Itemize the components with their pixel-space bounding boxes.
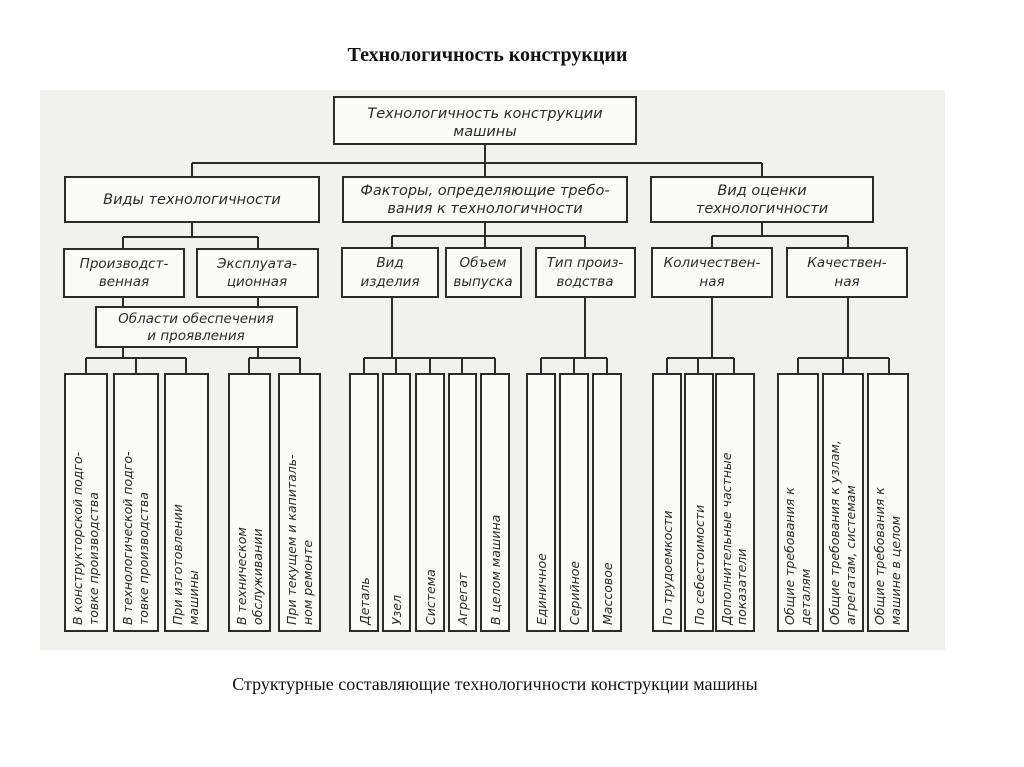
leaf-labor: По трудоемкости: [652, 373, 682, 632]
quantitative-box: Количествен- ная: [651, 247, 773, 298]
leaf-serial: Серийное: [559, 373, 589, 632]
svg-text:По себестоимости: По себестоимости: [692, 505, 707, 625]
svg-text:ционная: ционная: [227, 274, 287, 290]
svg-text:ная: ная: [834, 274, 859, 290]
leaf-tech-prep: В технологической подго- товке производс…: [113, 373, 159, 632]
factors-line-2: вания к технологичности: [387, 201, 582, 217]
product-type-box: Вид изделия: [341, 247, 439, 298]
leaf-mass: Массовое: [592, 373, 622, 632]
svg-text:машине в целом: машине в целом: [888, 516, 903, 625]
svg-text:Производст-: Производст-: [80, 256, 169, 272]
root-line-1: Технологичность конструкции: [367, 106, 602, 122]
svg-text:Общие требования к узлам,: Общие требования к узлам,: [827, 440, 842, 625]
svg-text:Качествен-: Качествен-: [807, 255, 887, 271]
leaf-manufacture: При изготовлении машины: [164, 373, 209, 632]
leaf-maintenance: В техническом обслуживании: [228, 373, 271, 632]
leaf-single: Единичное: [526, 373, 556, 632]
svg-text:В конструкторской подго-: В конструкторской подго-: [70, 451, 85, 625]
leaf-part: Деталь: [349, 373, 379, 632]
leaf-unit: Узел: [382, 373, 411, 632]
svg-text:изделия: изделия: [360, 274, 419, 290]
svg-text:Вид: Вид: [376, 255, 403, 271]
svg-text:Система: Система: [423, 569, 438, 625]
svg-text:товке производства: товке производства: [136, 492, 151, 625]
svg-text:В целом машина: В целом машина: [488, 515, 503, 625]
leaf-req-machine: Общие требования к машине в целом: [867, 373, 909, 632]
svg-text:Массовое: Массовое: [600, 562, 615, 625]
slide-title: Технологичность конструкции: [347, 44, 628, 66]
svg-text:обслуживании: обслуживании: [250, 529, 265, 625]
leaf-design-prep: В конструкторской подго- товке производс…: [64, 373, 108, 632]
leaf-system: Система: [415, 373, 445, 632]
leaf-aggregate: Агрегат: [448, 373, 477, 632]
slide-caption: Структурные составляющие технологичности…: [232, 674, 758, 694]
svg-text:Общие требования к: Общие требования к: [782, 487, 797, 625]
leaf-req-parts: Общие требования к деталям: [777, 373, 819, 632]
assessment-line-2: технологичности: [696, 201, 828, 217]
svg-text:Общие требования к: Общие требования к: [872, 487, 887, 625]
root-line-2: машины: [453, 124, 516, 140]
svg-text:Агрегат: Агрегат: [455, 572, 470, 626]
types-label: Виды технологичности: [103, 192, 281, 208]
svg-text:Объем: Объем: [460, 255, 507, 271]
svg-text:выпуска: выпуска: [453, 274, 512, 290]
qualitative-box: Качествен- ная: [786, 247, 908, 298]
svg-text:Эксплуата-: Эксплуата-: [216, 256, 297, 272]
svg-text:машины: машины: [186, 570, 201, 625]
leaf-req-units: Общие требования к узлам, агрегатам, сис…: [822, 373, 864, 632]
areas-box: Области обеспечения и проявления: [95, 306, 298, 348]
assessment-line-1: Вид оценки: [717, 183, 806, 199]
svg-text:ном ремонте: ном ремонте: [300, 540, 315, 625]
svg-text:Области обеспечения: Области обеспечения: [118, 311, 274, 327]
svg-text:Количествен-: Количествен-: [664, 255, 761, 271]
leaf-whole-machine: В целом машина: [480, 373, 510, 632]
root-box: Технологичность конструкции машины: [333, 96, 637, 145]
svg-text:деталям: деталям: [798, 569, 813, 626]
svg-text:Узел: Узел: [389, 595, 404, 625]
svg-text:В технологической подго-: В технологической подго-: [120, 451, 135, 625]
svg-text:ная: ная: [699, 274, 724, 290]
svg-text:агрегатам, системам: агрегатам, системам: [843, 485, 858, 625]
assessment-box: Вид оценки технологичности: [650, 176, 874, 223]
svg-text:венная: венная: [99, 274, 149, 290]
svg-text:При текущем и капиталь-: При текущем и капиталь-: [284, 454, 299, 625]
svg-text:Серийное: Серийное: [567, 561, 582, 625]
svg-text:Деталь: Деталь: [357, 577, 372, 626]
svg-text:водства: водства: [556, 274, 613, 290]
svg-text:Единичное: Единичное: [534, 553, 549, 625]
svg-text:Тип произ-: Тип произ-: [547, 255, 624, 271]
volume-box: Объем выпуска: [445, 247, 522, 298]
types-box: Виды технологичности: [64, 176, 320, 223]
leaf-extra-indicators: Дополнительные частные показатели: [715, 373, 755, 632]
svg-text:Дополнительные частные: Дополнительные частные: [719, 452, 734, 626]
factors-box: Факторы, определяющие требо- вания к тех…: [342, 176, 628, 223]
svg-text:товке производства: товке производства: [86, 492, 101, 625]
svg-text:По трудоемкости: По трудоемкости: [660, 510, 675, 625]
leaf-repair: При текущем и капиталь- ном ремонте: [278, 373, 321, 632]
svg-text:При изготовлении: При изготовлении: [170, 504, 185, 625]
svg-text:и проявления: и проявления: [147, 328, 244, 344]
factors-line-1: Факторы, определяющие требо-: [360, 183, 609, 199]
operational-box: Эксплуата- ционная: [196, 248, 319, 298]
svg-text:показатели: показатели: [734, 549, 749, 625]
connector-lines: [85, 144, 890, 374]
leaf-cost: По себестоимости: [684, 373, 714, 632]
svg-text:В техническом: В техническом: [234, 527, 249, 625]
production-box: Производст- венная: [63, 248, 185, 298]
production-type-box: Тип произ- водства: [535, 247, 636, 298]
